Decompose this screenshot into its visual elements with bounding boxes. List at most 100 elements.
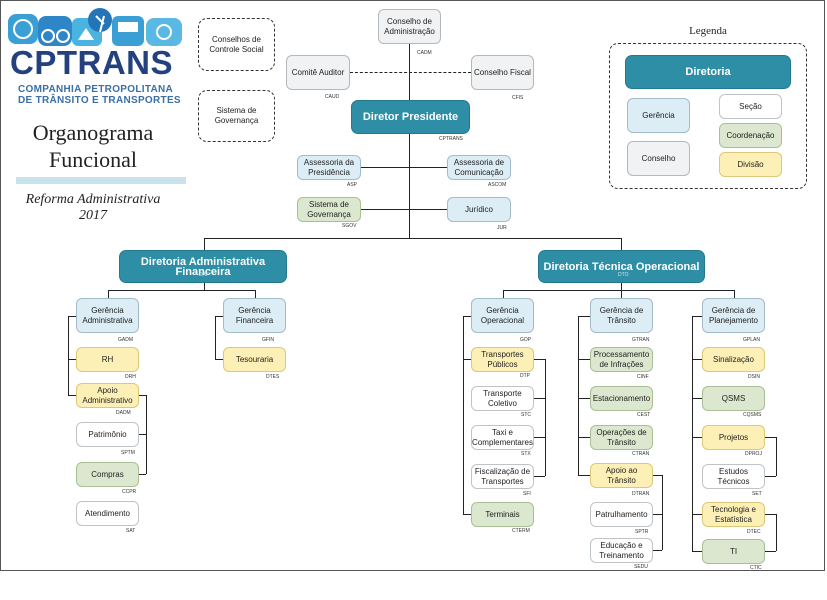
code-cqsms: CQSMS xyxy=(743,412,762,418)
connector xyxy=(139,395,146,396)
code-ccpr: CCPR xyxy=(122,489,137,495)
code-drh: DRH xyxy=(125,374,136,380)
code-dtran: DTRAN xyxy=(632,491,650,497)
gerencia-operacional-box: Gerência Operacional xyxy=(471,298,534,333)
taxi-complementares-box: Taxi e Complementares xyxy=(471,425,534,450)
sinalizacao-box: Sinalização xyxy=(702,347,765,372)
code-dto: DTO xyxy=(618,272,629,278)
code-dproj: DPROJ xyxy=(745,451,762,457)
compras-box: Compras xyxy=(76,462,139,487)
code-cest: CEST xyxy=(637,412,651,418)
patrimonio-box: Patrimônio xyxy=(76,422,139,447)
code-cptrans: CPTRANS xyxy=(439,136,463,142)
transport-icons-logo xyxy=(8,8,182,46)
legend-gerencia: Gerência xyxy=(627,98,690,133)
patrulhamento-box: Patrulhamento xyxy=(590,502,653,527)
code-sfi: SFI xyxy=(523,491,531,497)
rh-box: RH xyxy=(76,347,139,372)
connector xyxy=(255,290,256,298)
connector xyxy=(765,551,776,552)
connector xyxy=(578,398,590,399)
connector xyxy=(776,514,777,551)
connector xyxy=(215,316,216,359)
connector xyxy=(108,290,109,298)
legend-diretoria: Diretoria xyxy=(625,55,791,89)
connector xyxy=(692,359,702,360)
subtitle-line2: 2017 xyxy=(79,208,107,223)
code-ctic: CTIC xyxy=(750,565,762,571)
estudos-tecnicos-box: Estudos Técnicos xyxy=(702,464,765,489)
connector xyxy=(578,359,590,360)
connector xyxy=(503,290,734,291)
conselho-fiscal-box: Conselho Fiscal xyxy=(471,55,534,90)
connector xyxy=(534,359,545,360)
apoio-transito-box: Apoio ao Trânsito xyxy=(590,463,653,488)
code-gplan: GPLAN xyxy=(743,337,760,343)
code-cadm: CADM xyxy=(417,50,432,56)
code-sgov: SGOV xyxy=(342,223,357,229)
connector xyxy=(361,167,447,168)
code-dtes: DTES xyxy=(266,374,280,380)
gerencia-planejamento-box: Gerência de Planejamento xyxy=(702,298,765,333)
logo-subtitle-line2: DE TRÂNSITO E TRANSPORTES xyxy=(18,95,181,106)
connector xyxy=(692,316,693,551)
subtitle-line1: Reforma Administrativa xyxy=(25,192,161,207)
connector xyxy=(409,44,410,238)
fiscalizacao-transportes-box: Fiscalização de Transportes xyxy=(471,464,534,489)
operacoes-transito-box: Operações de Trânsito xyxy=(590,425,653,450)
connector xyxy=(204,283,205,290)
connector xyxy=(776,437,777,476)
comite-auditor-box: Comitê Auditor xyxy=(286,55,350,90)
code-gop: GOP xyxy=(520,337,532,343)
transportes-publicos-box: Transportes Públicos xyxy=(471,347,534,372)
assessoria-presidencia-box: Assessoria da Presidência xyxy=(297,155,361,180)
connector xyxy=(534,476,545,477)
connector xyxy=(146,395,147,474)
code-daf: DAF xyxy=(199,272,209,278)
connector xyxy=(108,290,255,291)
connector xyxy=(545,359,546,476)
connector xyxy=(653,550,662,551)
title-underline-bar xyxy=(16,177,186,184)
connector xyxy=(534,437,545,438)
code-stc: STC xyxy=(521,412,531,418)
connector xyxy=(139,474,146,475)
connector xyxy=(463,316,464,514)
juridico-box: Jurídico xyxy=(447,197,511,222)
conselhos-controle-social-label: Conselhos de Controle Social xyxy=(209,34,264,54)
connector xyxy=(578,316,590,317)
conselhos-controle-social-box: Conselhos de Controle Social xyxy=(198,18,275,71)
connector xyxy=(653,514,662,515)
connector xyxy=(653,475,662,476)
tesouraria-box: Tesouraria xyxy=(223,347,286,372)
connector xyxy=(578,437,590,438)
page-title-line2: Funcional xyxy=(49,147,137,172)
legend-secao: Seção xyxy=(719,94,782,119)
connector xyxy=(68,359,76,360)
connector xyxy=(621,238,622,250)
code-caud: CAUD xyxy=(325,94,340,100)
assessoria-comunicacao-box: Assessoria de Comunicação xyxy=(447,155,511,180)
estacionamento-box: Estacionamento xyxy=(590,386,653,411)
connector xyxy=(578,475,590,476)
connector xyxy=(621,290,622,298)
code-ctran: CTRAN xyxy=(632,451,650,457)
page-title-line1: Organograma xyxy=(32,120,154,145)
legend-conselho: Conselho xyxy=(627,141,690,176)
connector xyxy=(503,290,504,298)
apoio-administrativo-box: Apoio Administrativo xyxy=(76,383,139,408)
diretor-presidente-box: Diretor Presidente xyxy=(351,100,470,134)
educacao-treinamento-box: Educação e Treinamento xyxy=(590,538,653,563)
gerencia-administrativa-box: Gerência Administrativa xyxy=(76,298,139,333)
connector xyxy=(204,238,205,250)
connector xyxy=(463,316,471,317)
code-dtec: DTEC xyxy=(747,529,761,535)
gerencia-transito-box: Gerência de Trânsito xyxy=(590,298,653,333)
atendimento-box: Atendimento xyxy=(76,501,139,526)
legend-coordenacao: Coordenação xyxy=(719,123,782,148)
code-sat: SAT xyxy=(126,528,136,534)
connector xyxy=(765,437,776,438)
page-frame xyxy=(0,0,825,571)
connector xyxy=(662,475,663,550)
connector xyxy=(692,437,702,438)
